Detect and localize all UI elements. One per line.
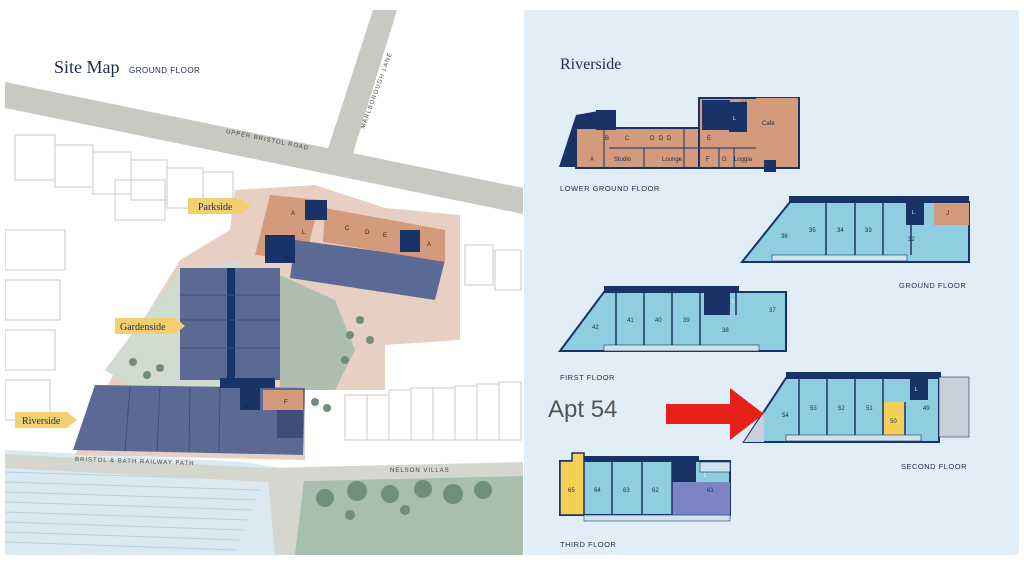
lift-markers: L L L L L bbox=[704, 116, 918, 479]
unit-label: 35 bbox=[809, 228, 816, 234]
svg-text:Parkside: Parkside bbox=[198, 202, 233, 213]
apt-54-annotation: Apt 54 bbox=[548, 396, 618, 423]
floor-label-third: THIRD FLOOR bbox=[560, 540, 616, 549]
floor-label-second: SECOND FLOOR bbox=[901, 462, 967, 471]
tag-parkside: Parkside bbox=[188, 198, 251, 214]
road-label-railway: BRISTOL & BATH RAILWAY PATH bbox=[75, 457, 195, 467]
unit-label: A bbox=[590, 157, 594, 163]
site-map-subtitle: GROUND FLOOR bbox=[129, 66, 200, 75]
unit-label: 62 bbox=[652, 488, 659, 494]
unit-label: Cafe bbox=[762, 121, 775, 127]
floor-label-ground: GROUND FLOOR bbox=[899, 281, 966, 290]
floor-label-lower-ground: LOWER GROUND FLOOR bbox=[560, 184, 660, 193]
courtyard-garden bbox=[280, 275, 355, 390]
svg-text:L: L bbox=[704, 473, 707, 479]
unit-label: 51 bbox=[866, 406, 873, 412]
svg-text:L: L bbox=[912, 210, 915, 216]
second-floor-plan: 54 53 52 51 50 49 SECOND FLOOR bbox=[742, 372, 970, 471]
unit-label: G bbox=[722, 157, 727, 163]
unit-label: E bbox=[707, 136, 711, 142]
unit-label: Studio bbox=[614, 157, 632, 163]
unit-letters: A B C D E A B F L bbox=[245, 211, 431, 410]
svg-text:Riverside: Riverside bbox=[22, 416, 61, 427]
tag-gardenside: Gardenside bbox=[115, 318, 185, 334]
third-floor-plan: 65 64 63 62 61 THIRD FLOOR bbox=[559, 452, 731, 549]
unit-letter: E bbox=[383, 233, 387, 239]
tag-riverside: Riverside bbox=[15, 412, 77, 428]
unit-label: D bbox=[650, 136, 655, 142]
svg-text:L: L bbox=[733, 116, 736, 122]
park-trees bbox=[316, 480, 492, 520]
unit-label: 34 bbox=[837, 228, 844, 234]
site-map-title: Site Map bbox=[54, 57, 120, 77]
unit-letter: C bbox=[345, 226, 350, 232]
svg-text:L: L bbox=[915, 387, 918, 393]
unit-label: 42 bbox=[592, 325, 599, 331]
floor-label-first: FIRST FLOOR bbox=[560, 373, 615, 382]
unit-label: C bbox=[625, 136, 630, 142]
unit-label: D bbox=[667, 136, 672, 142]
unit-label: 36 bbox=[781, 234, 788, 240]
unit-label: 40 bbox=[655, 318, 662, 324]
unit-label: Loggia bbox=[734, 157, 753, 163]
riverside-floorplans-panel: Riverside A B C D D D E F G H Studio Lou… bbox=[524, 10, 1019, 555]
svg-text:L: L bbox=[732, 299, 735, 305]
unit-label: 41 bbox=[627, 318, 634, 324]
unit-label: 49 bbox=[923, 406, 930, 412]
unit-label: 32 bbox=[908, 237, 915, 243]
gardenside-block bbox=[180, 268, 280, 386]
unit-label: 38 bbox=[722, 328, 729, 334]
unit-label: B bbox=[605, 136, 609, 142]
unit-label: 37 bbox=[769, 308, 776, 314]
unit-label: Lounge bbox=[662, 157, 683, 163]
unit-label: 52 bbox=[838, 406, 845, 412]
unit-label: D bbox=[659, 136, 664, 142]
site-map-panel: A B C D E A B F L UPPER BRISTOL ROAD MAR… bbox=[5, 10, 523, 555]
red-arrow-icon bbox=[666, 388, 764, 440]
road-label-nelson: NELSON VILLAS bbox=[390, 468, 450, 474]
unit-label: 39 bbox=[683, 318, 690, 324]
lower-ground-floor-plan: A B C D D D E F G H Studio Lounge Loggia… bbox=[559, 97, 800, 193]
unit-letter: D bbox=[365, 230, 370, 236]
unit-letter: A bbox=[291, 211, 295, 217]
unit-label: 61 bbox=[707, 488, 714, 494]
unit-letter: F bbox=[284, 400, 288, 406]
riverside-title: Riverside bbox=[560, 56, 621, 73]
unit-label: F bbox=[706, 157, 710, 163]
unit-letter: B bbox=[245, 404, 249, 410]
parkside-block bbox=[255, 195, 445, 300]
svg-text:Gardenside: Gardenside bbox=[120, 322, 166, 333]
unit-label: 53 bbox=[810, 406, 817, 412]
first-floor-plan: 42 41 40 39 38 37 FIRST FLOOR bbox=[558, 286, 787, 382]
unit-label: H bbox=[742, 101, 746, 107]
neighbour-buildings bbox=[5, 134, 522, 441]
unit-letter: L bbox=[302, 230, 306, 236]
unit-label: 50 bbox=[890, 419, 897, 425]
unit-label: 64 bbox=[594, 488, 601, 494]
roads bbox=[5, 10, 523, 555]
unit-label-apt-54: 54 bbox=[782, 413, 789, 419]
ground-floor-plan: 36 35 34 33 32 J GROUND FLOOR bbox=[739, 196, 970, 290]
unit-letter: B bbox=[285, 256, 289, 262]
unit-label: 63 bbox=[623, 488, 630, 494]
unit-label: 33 bbox=[865, 228, 872, 234]
unit-label: 65 bbox=[568, 488, 575, 494]
garden-shrubs bbox=[129, 316, 374, 412]
riverside-block bbox=[73, 378, 305, 455]
unit-label: J bbox=[946, 211, 949, 217]
unit-letter: A bbox=[427, 242, 431, 248]
